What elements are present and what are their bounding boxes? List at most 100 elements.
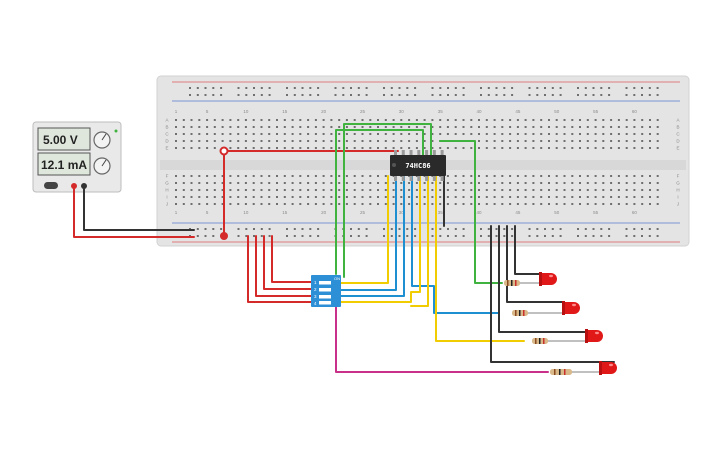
breadboard-hole[interactable]: [392, 119, 395, 121]
breadboard-hole[interactable]: [182, 196, 185, 198]
breadboard-hole[interactable]: [446, 189, 449, 191]
breadboard-hole[interactable]: [220, 94, 223, 96]
breadboard-hole[interactable]: [649, 133, 651, 135]
breadboard-hole[interactable]: [495, 235, 498, 237]
ic-74hc86[interactable]: 74HC86: [390, 150, 446, 181]
breadboard-hole[interactable]: [229, 182, 232, 184]
breadboard-hole[interactable]: [182, 182, 185, 184]
breadboard-hole[interactable]: [317, 87, 320, 89]
breadboard-hole[interactable]: [594, 147, 597, 149]
breadboard-hole[interactable]: [487, 87, 490, 89]
breadboard-hole[interactable]: [268, 94, 271, 96]
breadboard-hole[interactable]: [656, 140, 659, 142]
breadboard-hole[interactable]: [447, 228, 449, 230]
chip-pin[interactable]: [417, 176, 421, 181]
breadboard-hole[interactable]: [600, 235, 603, 237]
breadboard-hole[interactable]: [649, 126, 651, 128]
breadboard-hole[interactable]: [509, 126, 512, 128]
chip-pin[interactable]: [409, 150, 413, 155]
breadboard-hole[interactable]: [563, 126, 566, 128]
breadboard-hole[interactable]: [625, 140, 628, 142]
breadboard-hole[interactable]: [350, 87, 352, 89]
breadboard-hole[interactable]: [641, 126, 644, 128]
breadboard-hole[interactable]: [293, 87, 296, 89]
breadboard-hole[interactable]: [485, 203, 488, 205]
breadboard-hole[interactable]: [625, 119, 628, 121]
breadboard-hole[interactable]: [447, 87, 449, 89]
breadboard-hole[interactable]: [384, 196, 387, 198]
breadboard-hole[interactable]: [291, 182, 294, 184]
breadboard-hole[interactable]: [462, 235, 465, 237]
breadboard-hole[interactable]: [384, 147, 387, 149]
breadboard-hole[interactable]: [470, 196, 473, 198]
breadboard-hole[interactable]: [345, 147, 348, 149]
breadboard-hole[interactable]: [237, 182, 240, 184]
breadboard-hole[interactable]: [213, 126, 216, 128]
breadboard-hole[interactable]: [431, 235, 434, 237]
breadboard-hole[interactable]: [478, 196, 480, 198]
breadboard-hole[interactable]: [213, 119, 216, 121]
breadboard-hole[interactable]: [237, 235, 240, 237]
breadboard-hole[interactable]: [555, 119, 558, 121]
breadboard-hole[interactable]: [252, 189, 255, 191]
breadboard-hole[interactable]: [369, 140, 372, 142]
breadboard-hole[interactable]: [617, 119, 620, 121]
breadboard-hole[interactable]: [509, 189, 512, 191]
breadboard-hole[interactable]: [365, 235, 368, 237]
breadboard-hole[interactable]: [563, 133, 566, 135]
breadboard-hole[interactable]: [487, 94, 490, 96]
breadboard-hole[interactable]: [408, 196, 411, 198]
breadboard-hole[interactable]: [511, 235, 514, 237]
breadboard-hole[interactable]: [196, 94, 199, 96]
breadboard-hole[interactable]: [204, 235, 207, 237]
breadboard-hole[interactable]: [206, 196, 209, 198]
breadboard-hole[interactable]: [447, 235, 449, 237]
breadboard-hole[interactable]: [602, 182, 605, 184]
breadboard-hole[interactable]: [252, 126, 255, 128]
breadboard-hole[interactable]: [220, 228, 223, 230]
breadboard-hole[interactable]: [190, 175, 193, 177]
chip-pin[interactable]: [394, 176, 397, 181]
breadboard-hole[interactable]: [555, 182, 558, 184]
breadboard-hole[interactable]: [610, 133, 613, 135]
breadboard-hole[interactable]: [377, 203, 379, 205]
breadboard-hole[interactable]: [454, 228, 457, 230]
breadboard-hole[interactable]: [509, 175, 512, 177]
breadboard-hole[interactable]: [237, 203, 240, 205]
breadboard-hole[interactable]: [268, 175, 271, 177]
breadboard-hole[interactable]: [648, 87, 651, 89]
breadboard-hole[interactable]: [540, 140, 543, 142]
breadboard-hole[interactable]: [369, 203, 372, 205]
breadboard-hole[interactable]: [182, 126, 185, 128]
breadboard-hole[interactable]: [509, 133, 512, 135]
breadboard-hole[interactable]: [408, 147, 411, 149]
breadboard-hole[interactable]: [299, 203, 302, 205]
breadboard-hole[interactable]: [501, 147, 504, 149]
breadboard-hole[interactable]: [334, 94, 337, 96]
breadboard-hole[interactable]: [229, 140, 232, 142]
breadboard-hole[interactable]: [309, 235, 312, 237]
breadboard-hole[interactable]: [260, 189, 263, 191]
breadboard-hole[interactable]: [548, 119, 550, 121]
breadboard-hole[interactable]: [656, 133, 659, 135]
breadboard-hole[interactable]: [551, 94, 554, 96]
breadboard-hole[interactable]: [350, 94, 352, 96]
power-switch[interactable]: [44, 182, 58, 189]
breadboard-hole[interactable]: [283, 189, 286, 191]
breadboard-hole[interactable]: [586, 203, 589, 205]
breadboard-hole[interactable]: [408, 133, 411, 135]
breadboard-hole[interactable]: [641, 94, 643, 96]
breadboard-hole[interactable]: [509, 203, 512, 205]
breadboard-hole[interactable]: [182, 147, 185, 149]
breadboard-hole[interactable]: [485, 196, 488, 198]
breadboard-hole[interactable]: [206, 147, 209, 149]
breadboard-hole[interactable]: [237, 196, 240, 198]
breadboard-hole[interactable]: [485, 175, 488, 177]
breadboard-hole[interactable]: [633, 87, 636, 89]
breadboard-hole[interactable]: [307, 203, 310, 205]
breadboard-hole[interactable]: [175, 140, 177, 142]
breadboard-hole[interactable]: [493, 147, 496, 149]
breadboard-hole[interactable]: [414, 87, 417, 89]
breadboard-hole[interactable]: [330, 140, 333, 142]
breadboard-hole[interactable]: [540, 175, 543, 177]
